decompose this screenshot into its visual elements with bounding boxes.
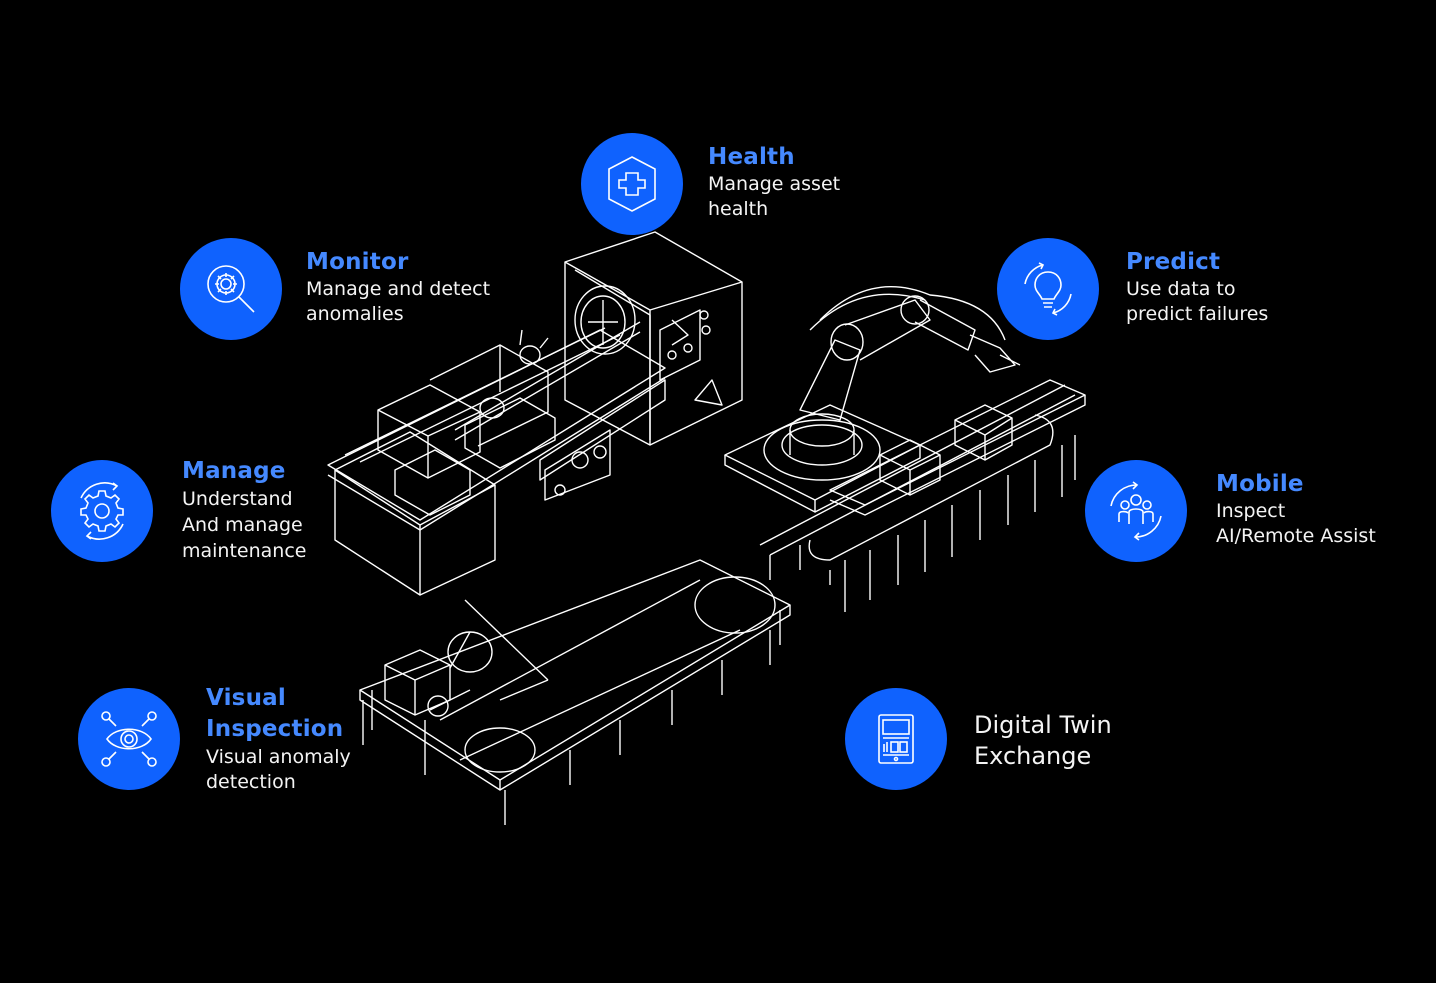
manage-description: Understand And manage maintenance [182,488,307,562]
lightbulb-cycle-icon [1024,262,1072,316]
people-cycle-icon [1110,481,1162,541]
lathe-machine-drawing [327,231,743,596]
predict-text: Predict Use data to predict failures [1126,247,1268,327]
shield-plus-icon [608,156,656,212]
mobile-text: Mobile Inspect AI/Remote Assist [1216,469,1376,549]
manage-text: Manage Understand And manage maintenance [182,456,306,564]
monitor-description: Manage and detect anomalies [306,278,491,325]
predict-badge [997,238,1099,340]
monitor-badge [180,238,282,340]
health-text: Health Manage asset health [708,142,840,222]
visual-inspection-text: Visual Inspection Visual anomaly detecti… [206,683,351,795]
magnify-gear-icon [207,265,255,313]
monitor-text: Monitor Manage and detect anomalies [306,247,490,327]
health-badge [581,133,683,235]
eye-network-icon [101,711,157,767]
predict-title: Predict [1126,249,1221,275]
digital-twin-badge [845,688,947,790]
manage-badge [51,460,153,562]
manage-title: Manage [182,458,286,484]
digital-twin-title: Digital Twin Exchange [974,711,1112,770]
visual-inspection-description: Visual anomaly detection [206,746,351,793]
visual-inspection-title: Visual Inspection [206,685,344,742]
tablet-dashboard-icon [878,714,914,764]
mobile-description: Inspect AI/Remote Assist [1216,500,1376,547]
predict-description: Use data to predict failures [1126,278,1269,325]
visual-inspection-badge [78,688,180,790]
lower-conveyor-drawing [359,559,791,825]
gear-cycle-icon [80,482,124,540]
health-description: Manage asset health [708,173,841,220]
robot-arm-conveyor-drawing [724,285,1086,612]
digital-twin-text: Digital Twin Exchange [974,710,1112,772]
mobile-badge [1085,460,1187,562]
health-title: Health [708,144,795,170]
monitor-title: Monitor [306,249,409,275]
mobile-title: Mobile [1216,471,1304,497]
